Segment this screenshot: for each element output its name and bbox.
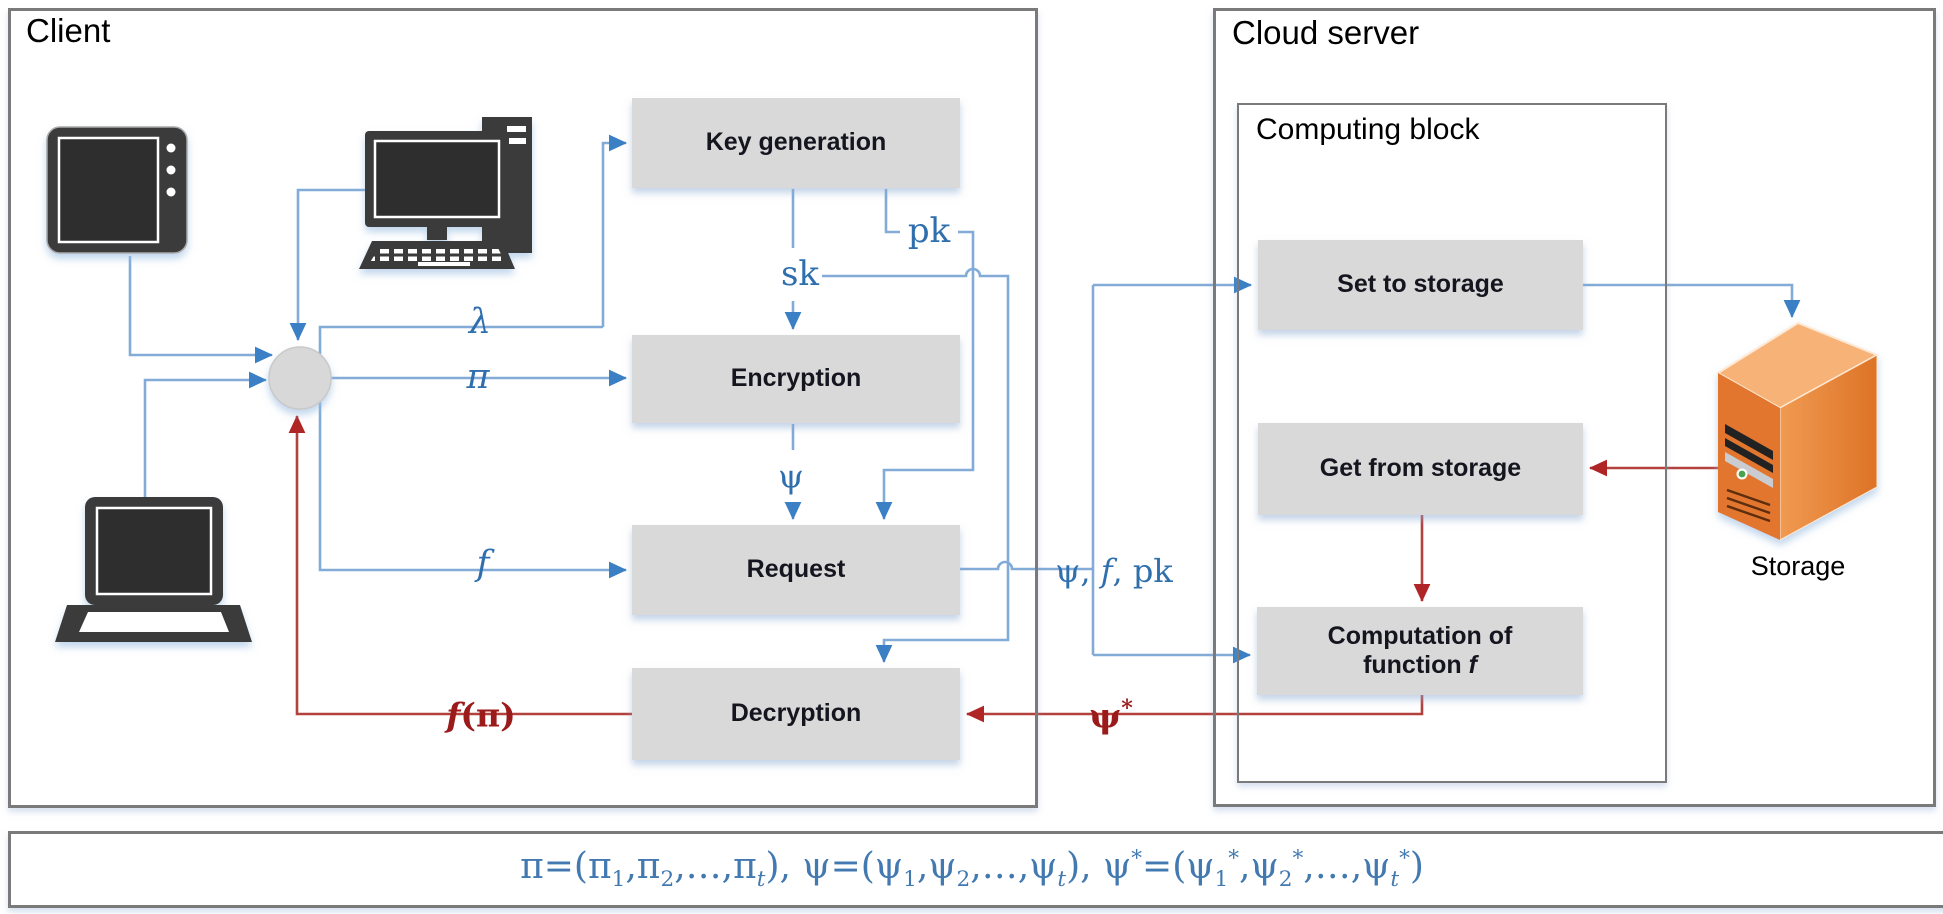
node-set-to-storage: Set to storage [1258, 240, 1583, 330]
node-request: Request [632, 525, 960, 615]
label-psi-star: ψ* [1089, 695, 1133, 736]
edge-tablet-to-junction [128, 256, 274, 364]
edge-decryption-to-junction [288, 414, 632, 716]
node-computation-line1: Computation of [1327, 621, 1513, 650]
desktop-computer-icon [359, 117, 532, 269]
formula-panel: π=(π1,π2,…,πt), ψ=(ψ1,ψ2,…,ψt), ψ*=(ψ1*,… [8, 831, 1943, 908]
label-psi-f-pk-f: f [1100, 552, 1113, 590]
formula-text: π=(π1,π2,…,πt), ψ=(ψ1,ψ2,…,ψt), ψ*=(ψ1*,… [520, 846, 1424, 893]
label-f-pi: f(π) [446, 696, 516, 735]
node-get-from-storage: Get from storage [1258, 423, 1583, 515]
storage-server-icon [1716, 321, 1880, 541]
edge-lambda-to-keygen [601, 134, 628, 327]
edge-keygen-to-pk [884, 189, 900, 234]
tablet-icon [46, 126, 188, 254]
edge-setstorage-to-storage [1583, 283, 1801, 319]
edge-computation-to-decryption [965, 695, 1424, 723]
node-set-to-storage-label: Set to storage [1337, 270, 1504, 299]
node-computation-line2-f: f [1468, 651, 1477, 679]
computing-block-panel [1237, 103, 1667, 783]
blue-edges [128, 134, 1801, 664]
label-f-pi-rest: (π) [460, 695, 516, 735]
node-decryption: Decryption [632, 668, 960, 760]
label-psi-star-sup: * [1121, 695, 1133, 722]
laptop-icon [55, 497, 252, 642]
node-computation-line2-prefix: function [1363, 651, 1469, 679]
edge-pk-to-request [875, 230, 975, 521]
label-psi: ψ [778, 456, 804, 496]
cloud-server-title: Cloud server [1232, 14, 1420, 51]
node-computation-line2: function f [1363, 651, 1477, 681]
label-lambda: λ [468, 302, 492, 342]
edge-lambda-stub [318, 325, 603, 354]
node-get-from-storage-label: Get from storage [1319, 454, 1522, 483]
cloud-server-panel [1213, 8, 1936, 807]
node-key-generation: Key generation [632, 98, 960, 188]
edge-f-to-request [318, 402, 628, 579]
node-encryption-label: Encryption [730, 364, 862, 393]
node-encryption: Encryption [632, 335, 960, 423]
edge-desktop-to-junction [289, 188, 367, 342]
junction-node [268, 346, 332, 410]
label-psi-star-base: ψ [1089, 696, 1122, 737]
label-psi-f-pk: ψ, f, pk [1055, 552, 1173, 590]
label-f-pi-f: f [446, 695, 461, 735]
storage-label: Storage [1750, 551, 1846, 581]
label-psi-f-pk-psi: ψ, [1055, 552, 1101, 590]
node-decryption-label: Decryption [730, 699, 862, 728]
node-key-generation-label: Key generation [705, 128, 887, 157]
client-title: Client [26, 12, 111, 49]
client-panel [8, 8, 1038, 808]
edge-request-out [960, 560, 1093, 571]
computing-block-title: Computing block [1256, 113, 1480, 146]
edge-sk-to-decryption [822, 267, 1010, 664]
label-psi-f-pk-pk: , pk [1112, 552, 1173, 590]
edge-laptop-to-junction [143, 371, 268, 497]
label-sk: sk [780, 254, 820, 294]
node-request-label: Request [746, 555, 846, 584]
label-f: f [476, 544, 490, 584]
red-edges [288, 414, 1722, 723]
label-pk: pk [907, 211, 951, 251]
label-pi: π [466, 357, 490, 397]
node-computation: Computation of function f [1257, 607, 1583, 695]
